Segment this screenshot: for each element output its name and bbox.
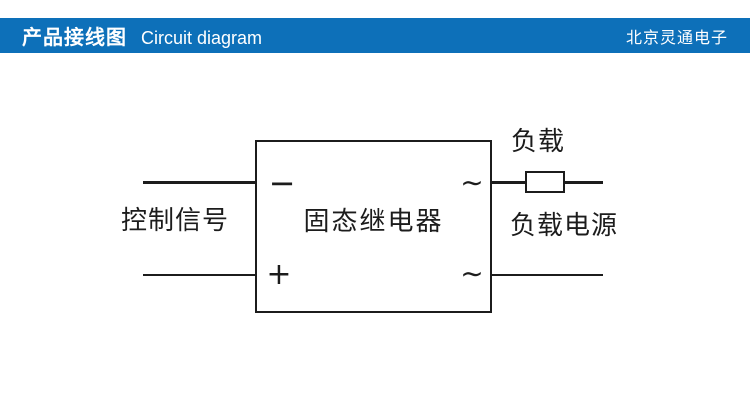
load-power-label: 负载电源: [510, 210, 619, 240]
wire-load-left: [492, 181, 527, 184]
load-resistor-symbol: [525, 171, 565, 193]
relay-label: 固态继电器: [303, 206, 444, 236]
wire-load-return: [492, 273, 603, 276]
wire-control-plus: [143, 273, 255, 276]
load-label: 负载: [511, 126, 566, 156]
wire-control-minus: [143, 181, 255, 184]
page-title-zh: 产品接线图: [22, 27, 127, 49]
wire-load-right: [563, 181, 603, 184]
page-title-en: Circuit diagram: [141, 28, 263, 48]
relay-box: [255, 140, 492, 313]
header-bar: 产品接线图 Circuit diagram 北京灵通电子: [0, 18, 750, 53]
header-title-group: 产品接线图 Circuit diagram: [0, 21, 262, 50]
company-name: 北京灵通电子: [625, 29, 728, 47]
control-signal-label: 控制信号: [121, 205, 230, 235]
